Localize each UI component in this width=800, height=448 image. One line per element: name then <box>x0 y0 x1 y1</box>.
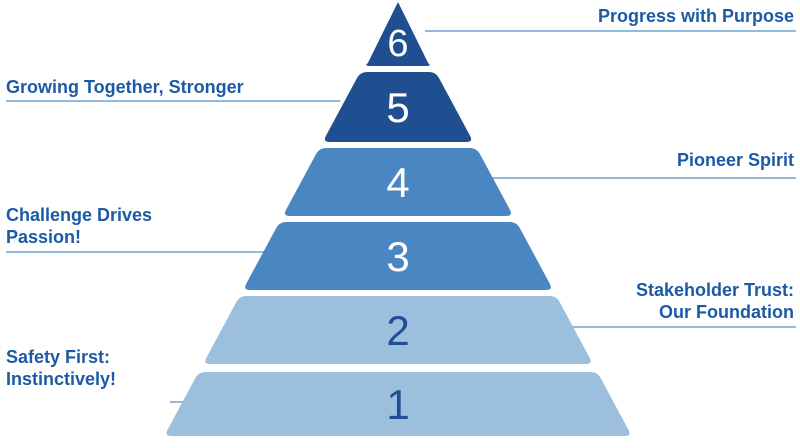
tier-number-2: 2 <box>386 307 409 354</box>
tier-number-5: 5 <box>386 84 409 131</box>
pyramid-tier-4 <box>284 148 512 216</box>
tier-label-2-line-1: Stakeholder Trust: <box>635 280 794 300</box>
pyramid-tier-5 <box>324 72 472 142</box>
tier-label-1-line-1: Safety First: <box>6 347 111 367</box>
leader-lines <box>6 30 796 403</box>
tier-label-5-line-1: Growing Together, Stronger <box>6 77 244 97</box>
tier-label-6-line-1: Progress with Purpose <box>597 6 794 26</box>
tier-label-2-line-2: Our Foundation <box>659 302 794 322</box>
tier-label-1-line-2: Instinctively! <box>6 369 117 389</box>
tier-number-4: 4 <box>386 159 409 206</box>
pyramid-tier-3 <box>245 222 551 290</box>
tier-label-3-line-2: Passion! <box>6 227 82 247</box>
pyramid-tier-6 <box>366 2 430 66</box>
tier-number-1: 1 <box>386 381 409 428</box>
tier-label-2: Stakeholder Trust:Our Foundation <box>520 279 794 323</box>
tier-label-6: Progress with Purpose <box>420 5 794 27</box>
tier-label-1: Safety First:Instinctively! <box>6 346 266 390</box>
tier-label-5: Growing Together, Stronger <box>6 76 346 98</box>
tier-label-4: Pioneer Spirit <box>500 149 794 171</box>
tier-number-3: 3 <box>386 233 409 280</box>
tier-number-6: 6 <box>387 23 408 65</box>
pyramid-tier-2 <box>205 296 591 364</box>
pyramid-tier-1 <box>166 372 630 436</box>
tier-label-3-line-1: Challenge Drives <box>6 205 153 225</box>
tier-label-4-line-1: Pioneer Spirit <box>676 150 794 170</box>
pyramid-tiers: 1 2 3 4 5 6 <box>166 2 630 436</box>
